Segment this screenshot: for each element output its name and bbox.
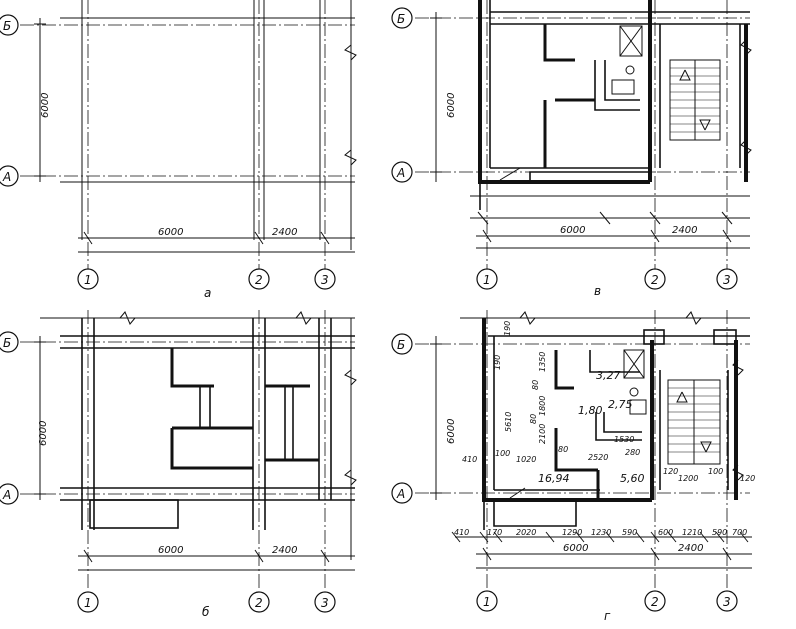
dim-text: 2520	[588, 453, 608, 462]
svg-text:А: А	[396, 166, 405, 180]
dim-text: 120	[663, 467, 678, 476]
dim-text: 5610	[504, 412, 513, 432]
svg-text:Б: Б	[3, 336, 11, 350]
svg-text:3: 3	[723, 273, 731, 287]
svg-text:1: 1	[483, 595, 491, 609]
svg-text:6000: 6000	[446, 419, 457, 444]
svg-text:2400: 2400	[678, 543, 703, 554]
dim-chain-value: 1290	[562, 528, 582, 537]
dim-text: 80	[558, 445, 568, 454]
panel-b: 6000 6000 2400 Б А 1 2 3 б	[0, 310, 357, 619]
axis-bubble-1-a	[77, 268, 99, 290]
dim-text: 1530	[614, 435, 634, 444]
dim-text: 1800	[538, 396, 547, 416]
dim-chain-value: 600	[658, 528, 673, 537]
svg-text:Б: Б	[397, 338, 405, 352]
panel-v: 6000 6000 2400 Б А 1 2 3 в	[391, 0, 752, 298]
room-area-label: 1,80	[578, 404, 603, 417]
panel-g: 16,94 5,60 3,27 1,80 2,75 190 190 5610 1…	[391, 310, 755, 623]
dim-chain-value: 410	[454, 528, 469, 537]
svg-text:1: 1	[84, 596, 92, 610]
svg-text:2: 2	[255, 596, 263, 610]
svg-text:А: А	[2, 170, 11, 184]
svg-text:2: 2	[255, 273, 263, 287]
dim-text: 280	[625, 448, 640, 457]
svg-text:6000: 6000	[158, 545, 183, 556]
dim-chain-value: 2020	[516, 528, 536, 537]
svg-text:1: 1	[483, 273, 491, 287]
svg-text:2: 2	[651, 273, 659, 287]
dim-span-2-a: 2400	[272, 227, 297, 238]
stair-treads-g	[667, 379, 721, 465]
dim-chain-value: 170	[487, 528, 502, 537]
svg-text:Б: Б	[3, 19, 11, 33]
svg-text:3: 3	[321, 596, 329, 610]
dim-text: 410	[462, 455, 477, 464]
dim-chain-value: 700	[732, 528, 747, 537]
dim-chain-value: 590	[712, 528, 727, 537]
panel-a: 6000 6000 2400 Б А 1 2 3 а	[0, 0, 357, 300]
bottom-dim-chain: 410 170 2020 1290 1230 590 600 1210 590 …	[451, 528, 749, 543]
caption-a: а	[204, 286, 211, 300]
svg-text:б: б	[202, 605, 210, 619]
dim-text: 100	[708, 467, 723, 476]
svg-text:6000: 6000	[446, 93, 457, 118]
svg-text:Б: Б	[397, 12, 405, 26]
dim-text: 100	[495, 449, 510, 458]
dim-chain-value: 1230	[591, 528, 611, 537]
dim-text: 2100	[538, 424, 547, 444]
svg-text:6000: 6000	[560, 225, 585, 236]
svg-text:1: 1	[84, 273, 92, 287]
dim-text: 190	[493, 355, 502, 370]
dim-text: 1200	[678, 474, 698, 483]
room-area-label: 16,94	[538, 472, 570, 485]
svg-text:6000: 6000	[38, 421, 49, 446]
dim-text: 120	[740, 474, 755, 483]
svg-text:в: в	[594, 284, 601, 298]
svg-text:2400: 2400	[272, 545, 297, 556]
dim-chain-value: 590	[622, 528, 637, 537]
axis-bubble-2-a	[248, 268, 270, 290]
dim-text: 1020	[516, 455, 536, 464]
dim-text: 80	[531, 380, 540, 390]
room-area-label: 3,27	[596, 369, 621, 382]
axis-bubble-3-a	[314, 268, 336, 290]
room-area-label: 2,75	[608, 398, 633, 411]
dim-text: 1350	[538, 352, 547, 372]
svg-text:2400: 2400	[672, 225, 697, 236]
svg-text:А: А	[2, 488, 11, 502]
stair-treads-v	[669, 59, 721, 141]
dim-chain-value: 1210	[682, 528, 702, 537]
axis-bubble-b-a	[0, 14, 19, 36]
svg-text:2: 2	[651, 595, 659, 609]
svg-text:3: 3	[321, 273, 329, 287]
svg-text:А: А	[396, 487, 405, 501]
dim-text: 190	[503, 321, 512, 336]
svg-text:3: 3	[723, 595, 731, 609]
dim-vertical-a: 6000	[40, 93, 51, 118]
dim-text: 80	[529, 414, 538, 424]
svg-text:г: г	[604, 609, 611, 623]
room-area-label: 5,60	[620, 472, 645, 485]
axis-bubble-a-a	[0, 165, 19, 187]
svg-text:6000: 6000	[563, 543, 588, 554]
dim-span-1-a: 6000	[158, 227, 183, 238]
